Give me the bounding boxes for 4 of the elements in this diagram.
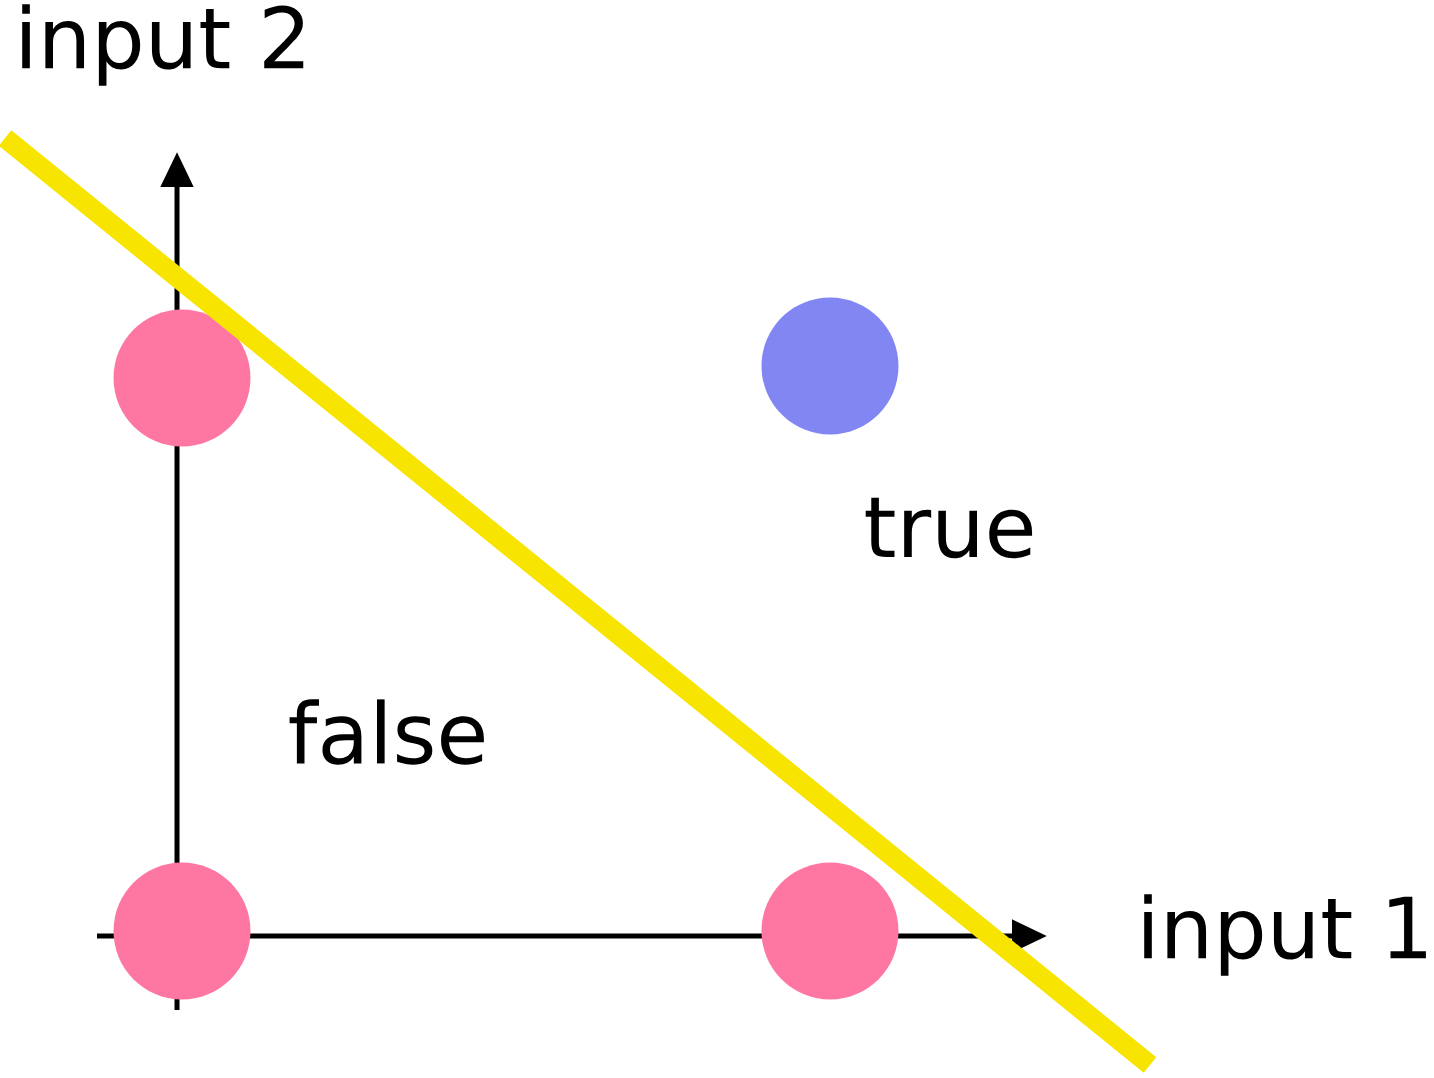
data-point [113,309,251,447]
data-point [761,862,899,1000]
data-point [113,862,251,1000]
data-point [761,297,899,435]
